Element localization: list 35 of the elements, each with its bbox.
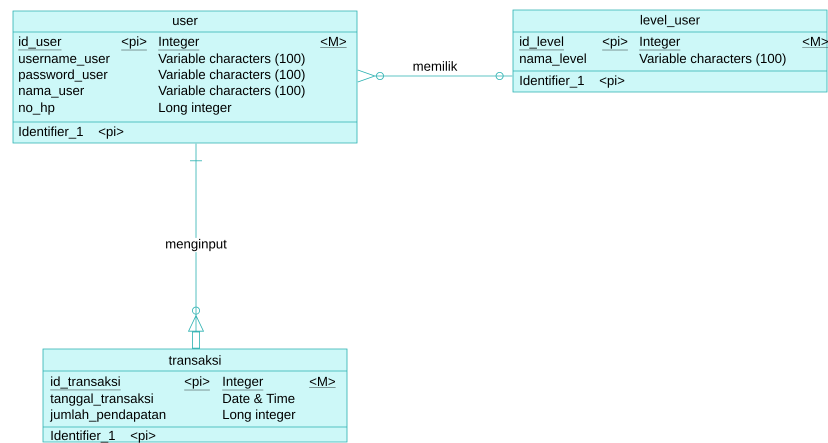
data-type: Integer [222,376,264,390]
data-type: Long integer [223,409,296,422]
edge-label: memilik [412,60,458,72]
table-title: transaksi [168,355,221,365]
key-marker: <pi> [130,430,156,443]
data-type: Variable characters (100) [158,85,305,98]
table-title: level_user [640,14,700,28]
attribute-name: id_user [18,36,62,50]
data-type: Variable characters (100) [158,69,305,82]
entity-table [512,10,828,92]
attribute-name: id_level [519,36,564,50]
data-type: Long integer [159,102,232,115]
edge-label: menginput [164,238,228,252]
key-marker: <pi> [98,126,124,139]
attribute-name: tanggal_transaksi [50,393,153,406]
key-marker: <pi> [600,75,624,88]
attribute-name: id_transaksi [50,376,121,390]
entity-table [42,348,348,443]
identifier-name: Identifier_1 [51,430,115,443]
attribute-name: no_hp [19,102,54,115]
identifier-name: Identifier_1 [19,126,83,139]
data-type: Integer [158,36,200,50]
attribute-name: password_user [19,69,108,82]
attribute-name: nama_user [19,88,84,98]
data-type: Variable characters (100) [639,53,786,66]
entity-table [12,10,358,144]
attribute-name: username_user [19,56,110,66]
data-type: Date & Time [223,393,294,404]
table-title: user [173,18,198,26]
data-type: Variable characters (100) [158,53,305,66]
data-type: Integer [639,36,680,50]
identifier-name: Identifier_1 [520,75,584,88]
attribute-name: jumlah_pendapatan [50,409,166,422]
relationship-line [357,70,513,82]
attribute-name: nama_level [520,53,586,66]
